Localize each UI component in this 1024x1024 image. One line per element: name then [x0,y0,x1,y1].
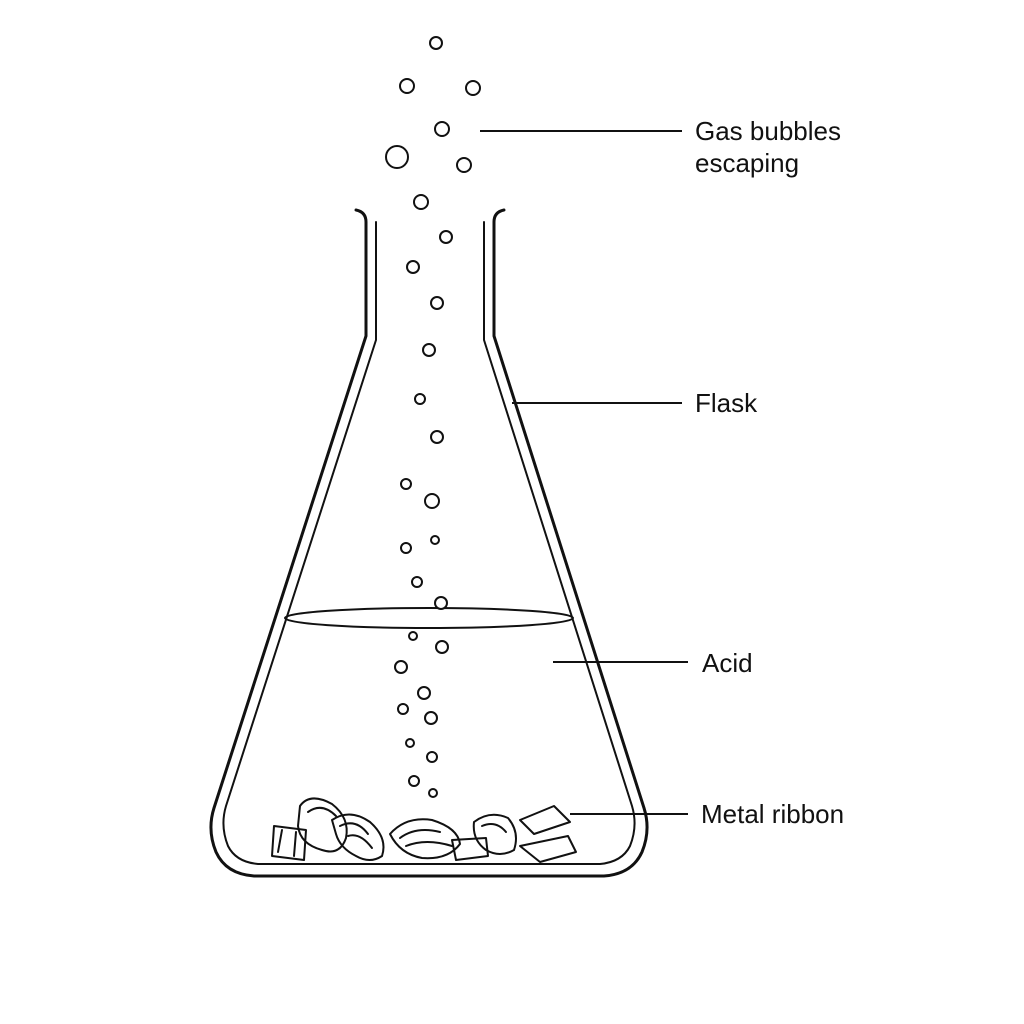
bubble [428,788,438,798]
bubble [430,296,444,310]
bubble [435,640,449,654]
bubble [399,78,415,94]
acid-surface [284,607,574,629]
bubble [456,157,472,173]
bubble [424,493,440,509]
bubble [408,775,420,787]
bubble [400,478,412,490]
flask-outline [209,208,649,878]
bubble [414,393,426,405]
bubble [385,145,409,169]
bubble [400,542,412,554]
bubble [426,751,438,763]
bubble [430,535,440,545]
bubble [422,343,436,357]
label-acid: Acid [702,648,753,678]
label-gas-bubbles-line1: Gas bubbles [695,116,841,146]
bubble [465,80,481,96]
label-flask: Flask [695,388,758,418]
bubble [397,703,409,715]
bubble [434,121,450,137]
label-metal-ribbon: Metal ribbon [701,799,845,829]
bubble [429,36,443,50]
gas-bubbles [385,36,481,798]
bubble [439,230,453,244]
bubble [406,260,420,274]
bubble [430,430,444,444]
flask-inner-wall [222,221,636,865]
bubble [411,576,423,588]
label-gas-bubbles: Gas bubbles escaping [695,115,841,179]
bubble [394,660,408,674]
bubble [405,738,415,748]
metal-ribbon [271,797,577,863]
bubble [408,631,418,641]
bubble [413,194,429,210]
bubble [424,711,438,725]
label-gas-bubbles-line2: escaping [695,148,800,178]
bubble [417,686,431,700]
bubble [434,596,448,610]
